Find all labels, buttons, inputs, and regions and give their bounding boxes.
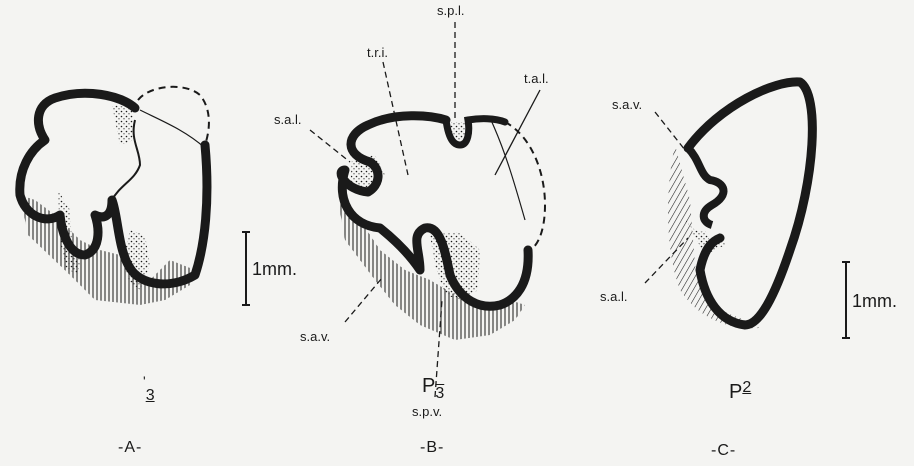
leader-sal-b (310, 130, 350, 162)
tooth-b-enamel (341, 116, 528, 307)
panel-caption-a: -A- (118, 440, 142, 456)
tooth-c-main: P (729, 381, 742, 403)
tooth-a-drawing (20, 87, 209, 305)
tooth-label-a: '3 (143, 378, 155, 398)
label-sal-b: s.a.l. (274, 113, 301, 126)
tooth-b-sub: 3 (435, 385, 444, 402)
tooth-c-inner (688, 148, 724, 225)
label-tri: t.r.i. (367, 46, 388, 59)
scale-label-left: 1mm. (252, 260, 297, 278)
panel-caption-c: -C- (711, 443, 736, 459)
label-spv-b: s.p.v. (412, 405, 442, 418)
label-tal: t.a.l. (524, 72, 549, 85)
tooth-label-b: P3 (422, 376, 444, 396)
leader-sav-c (655, 112, 685, 150)
leader-tal (495, 90, 540, 175)
panel-caption-b: -B- (420, 440, 444, 456)
tooth-c-sub: 2 (742, 379, 751, 396)
scale-bar-right (842, 262, 850, 338)
label-spl: s.p.l. (437, 4, 464, 17)
label-sav-b: s.a.v. (300, 330, 330, 343)
label-sal-c: s.a.l. (600, 290, 627, 303)
tooth-a-dashed (138, 87, 209, 145)
label-sav-c: s.a.v. (612, 98, 642, 111)
tooth-label-c: P2 (729, 382, 751, 402)
tooth-c-drawing (645, 82, 812, 328)
tooth-b-main: P (422, 375, 435, 397)
tooth-b-drawing (310, 22, 545, 397)
tooth-c-enamel (688, 82, 812, 325)
scale-label-right: 1mm. (852, 292, 897, 310)
tooth-a-crack (140, 110, 205, 148)
scale-bar-left (242, 232, 250, 305)
tooth-a-stipple-3 (112, 105, 134, 145)
tooth-a-sub: 3 (146, 387, 155, 404)
leader-sav-b (345, 278, 382, 322)
tooth-b-dashed (505, 122, 545, 250)
